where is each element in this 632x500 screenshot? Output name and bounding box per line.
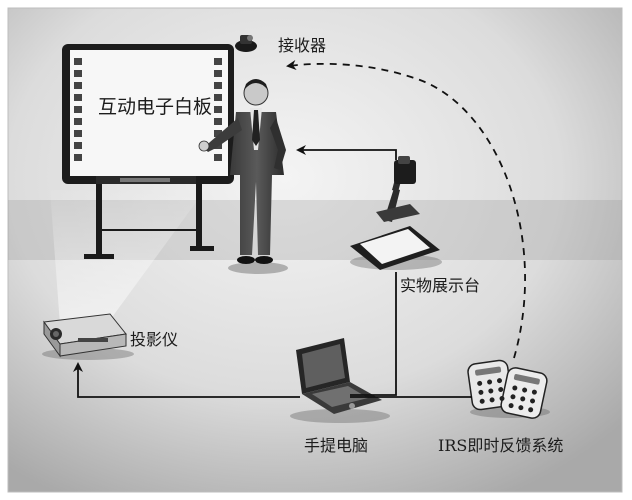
arrow-irs-to-receiver (286, 60, 526, 359)
label-interactive-whiteboard: 互动电子白板 (98, 96, 213, 118)
whiteboard-toolbar-left (74, 58, 82, 161)
line-laptop-to-camera (350, 272, 397, 396)
irs-clickers (467, 359, 550, 419)
arrow-laptop-to-projector (73, 362, 300, 398)
label-irs-system: IRS即时反馈系统 (438, 436, 564, 455)
interactive-whiteboard (62, 44, 234, 184)
teacher-figure (198, 79, 288, 274)
laptop-device (290, 338, 390, 423)
label-receiver: 接收器 (278, 36, 327, 55)
whiteboard-stand (84, 182, 214, 259)
label-document-camera: 实物展示台 (400, 276, 481, 295)
projector-beam (50, 190, 205, 325)
receiver-device (235, 35, 257, 52)
projector-device (42, 313, 134, 360)
label-laptop: 手提电脑 (304, 436, 369, 455)
document-camera-device (350, 156, 442, 270)
label-projector: 投影仪 (130, 330, 179, 349)
arrow-camera-to-teacher (296, 145, 397, 160)
